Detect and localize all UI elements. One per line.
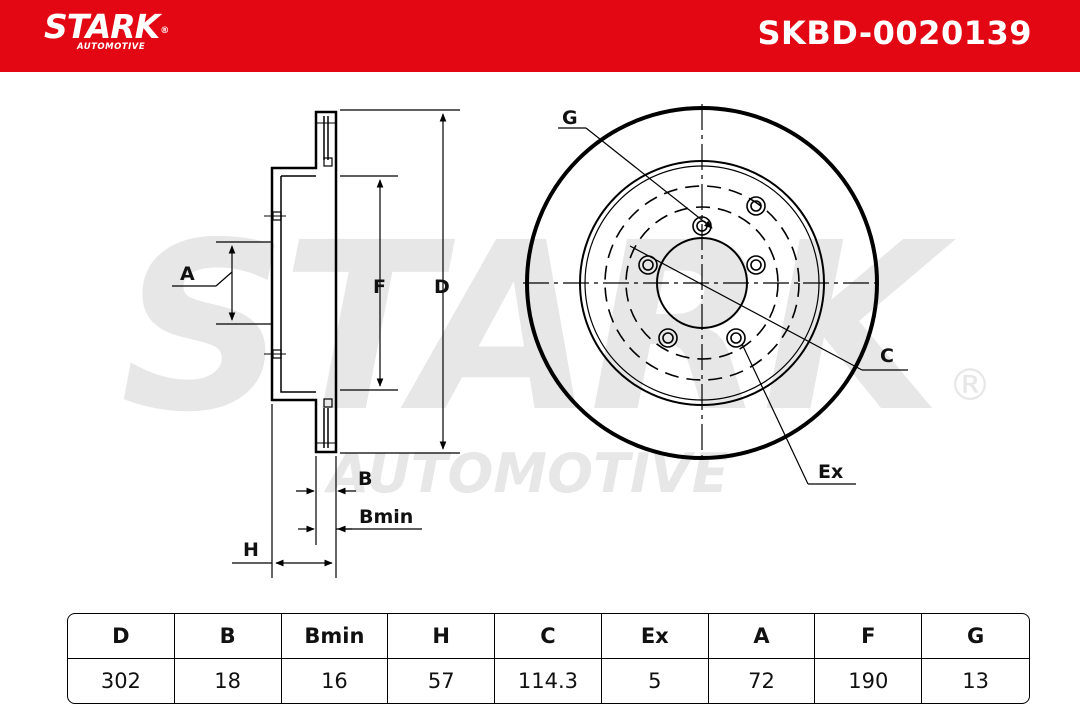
spec-table-value-row: 302 18 16 57 114.3 5 72 190 13 (68, 658, 1029, 703)
label-H: H (243, 539, 259, 561)
stark-logo: STARK® AUTOMOTIVE (44, 7, 169, 53)
brake-disc-drawing: STARK AUTOMOTIVE ® (120, 104, 992, 578)
spec-header-G: G (966, 623, 985, 648)
logo-registered-mark: ® (160, 26, 169, 36)
watermark-subtitle: AUTOMOTIVE (323, 442, 728, 505)
spec-value-H: 57 (388, 658, 496, 703)
front-view (523, 104, 908, 485)
watermark: STARK AUTOMOTIVE ® (120, 193, 992, 505)
spec-table-header-row: D B Bmin H C Ex A F G (68, 614, 1029, 659)
spec-value-G: 13 (962, 668, 989, 693)
spec-header-B: B (175, 614, 282, 658)
watermark-registered: ® (948, 360, 992, 411)
label-G: G (562, 107, 578, 129)
disc-profile (270, 110, 338, 454)
label-D: D (434, 276, 450, 298)
spec-header-D: D (68, 614, 175, 658)
spec-header-A: A (709, 614, 816, 658)
side-view-labels: A F D B Bmin H (180, 263, 450, 561)
front-view-labels: G C Ex (562, 107, 894, 483)
spec-value-Bmin: 16 (282, 658, 389, 703)
header-bar: STARK® AUTOMOTIVE SKBD-0020139 (0, 0, 1080, 72)
spec-value-D: 302 (68, 658, 175, 703)
spec-table: D B Bmin H C Ex A F G 302 18 16 57 114.3… (67, 613, 1030, 704)
label-Ex: Ex (818, 461, 843, 483)
spec-value-C: 114.3 (495, 658, 602, 703)
label-B: B (358, 468, 372, 490)
spec-header-Ex: Ex (602, 614, 709, 658)
logo-subtitle: AUTOMOTIVE (77, 42, 146, 52)
label-C: C (880, 345, 894, 367)
watermark-word: STARK (120, 193, 957, 463)
spec-value-A: 72 (709, 658, 816, 703)
part-number: SKBD-0020139 (757, 14, 1032, 52)
label-A: A (180, 263, 195, 285)
spec-value-B: 18 (175, 658, 282, 703)
spec-value-F: 190 (815, 658, 923, 703)
spec-header-H: H (388, 614, 496, 658)
spec-value-Ex: 5 (602, 658, 709, 703)
spec-header-C: C (495, 614, 602, 658)
side-view (172, 109, 460, 578)
label-Bmin: Bmin (359, 506, 413, 528)
bolt-holes (638, 196, 766, 348)
spec-header-F: F (815, 614, 923, 658)
logo-brand-name: STARK (44, 7, 160, 46)
label-F: F (373, 276, 386, 298)
spec-header-Bmin: Bmin (282, 614, 389, 658)
